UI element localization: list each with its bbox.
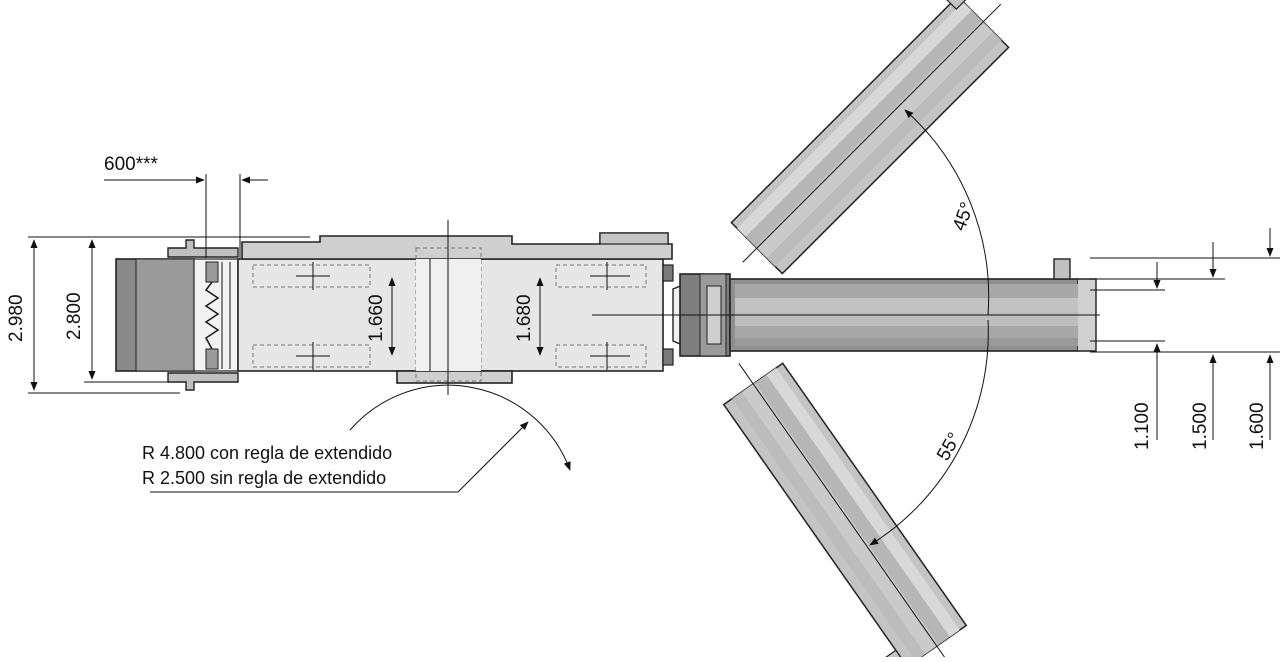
angle-arc <box>904 109 990 316</box>
dim-1680: 1.680 <box>514 294 535 342</box>
feeder-conveyor-55 <box>722 362 968 662</box>
auger-spiral <box>204 281 220 350</box>
dim-2800: 2.800 <box>64 292 85 340</box>
dim-1600: 1.600 <box>1247 402 1268 450</box>
dimension-lines-right <box>1090 228 1280 440</box>
angle-45-label: 45° <box>949 200 979 234</box>
dim-1660: 1.660 <box>366 294 387 342</box>
angle-55-label: 55° <box>933 429 966 464</box>
dim-2980: 2.980 <box>6 294 27 342</box>
turning-radius-arc <box>349 384 571 471</box>
dim-1100: 1.100 <box>1132 402 1153 450</box>
dimension-lines-left <box>28 174 544 394</box>
dim-1500: 1.500 <box>1190 402 1211 450</box>
radius-note-without: R 2.500 sin regla de extendido <box>142 468 386 488</box>
radius-note-with: R 4.800 con regla de extendido <box>142 443 392 463</box>
feeder-conveyor-straight <box>592 258 1100 357</box>
dim-600: 600*** <box>104 154 158 175</box>
paver-machine <box>115 220 706 395</box>
feeder-conveyor-45 <box>730 0 1010 275</box>
